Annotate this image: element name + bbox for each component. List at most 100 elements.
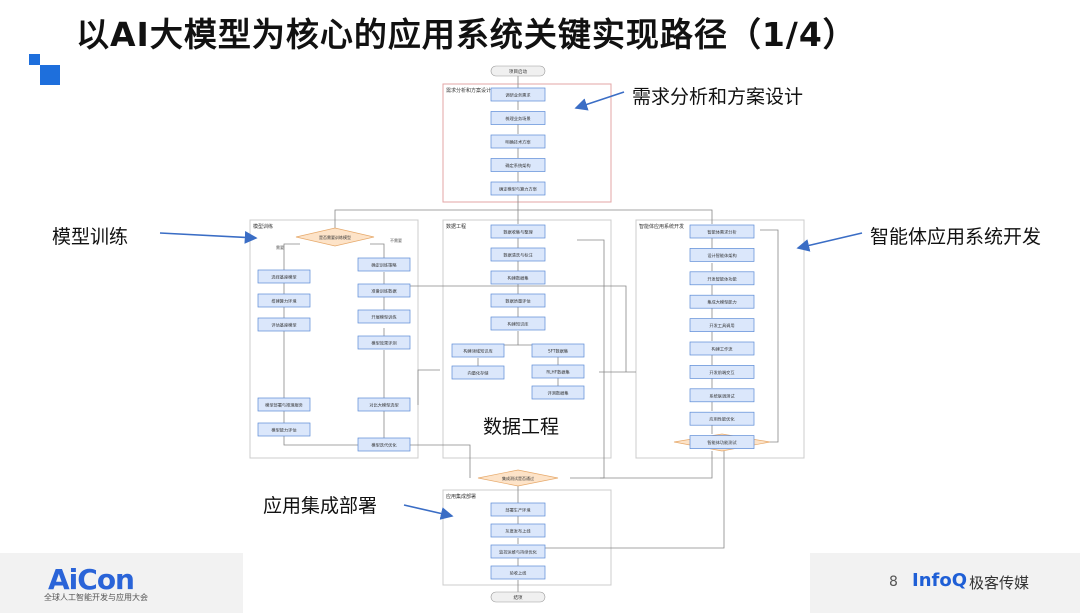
deploy-step-node bbox=[490, 523, 546, 538]
training-bottom-step-node-label: 模型能力评估 bbox=[271, 427, 296, 434]
training-right-step-node bbox=[357, 257, 411, 272]
lane-design bbox=[442, 83, 612, 203]
data-left-step-node-label: 向量化存储 bbox=[468, 370, 489, 377]
data-step-node bbox=[490, 270, 546, 285]
lane-title-data: 数据工程 bbox=[446, 223, 466, 230]
training-right-step-node bbox=[357, 335, 411, 350]
agent-step-node-label: 智能体需求分析 bbox=[707, 229, 736, 236]
data-step-node bbox=[490, 316, 546, 331]
end-node bbox=[490, 591, 546, 603]
data-left-step-node-label: 构建领域知识库 bbox=[463, 348, 492, 355]
brand-name: 极客传媒 bbox=[969, 574, 1030, 592]
training-right-step-node bbox=[357, 309, 411, 324]
agent-step-node bbox=[689, 435, 755, 449]
aicon-logo: AiCon bbox=[48, 563, 135, 596]
lane-agent bbox=[635, 219, 805, 459]
training-left-step-node-label: 评估基座模型 bbox=[271, 322, 296, 329]
agent-step-node-label: 应用性能优化 bbox=[709, 416, 735, 423]
training-bottom-step-node bbox=[257, 422, 311, 437]
decorative-square-small bbox=[29, 54, 40, 65]
deploy-step-node bbox=[490, 565, 546, 580]
footer-left-panel bbox=[0, 553, 243, 613]
data-right-step-node-label: RLHF数据集 bbox=[546, 369, 570, 376]
data-step-node-label: 构建知识库 bbox=[508, 321, 529, 328]
callout-requirements: 需求分析和方案设计 bbox=[632, 86, 804, 108]
decorative-square-large bbox=[40, 65, 60, 85]
callout-agent-dev: 智能体应用系统开发 bbox=[870, 226, 1042, 248]
training-left-step-node bbox=[257, 269, 311, 284]
agent-step-node bbox=[689, 411, 755, 426]
data-left-step-node bbox=[451, 343, 505, 358]
training-bottom-step-node bbox=[357, 397, 411, 412]
training-bottom-step-node bbox=[357, 437, 411, 452]
agent-step-node bbox=[689, 224, 755, 239]
agent-step-node bbox=[689, 341, 755, 356]
data-step-node bbox=[490, 224, 546, 239]
merge-decision-label: 集成测试是否通过 bbox=[502, 475, 534, 481]
footer-right-panel bbox=[810, 553, 1080, 613]
lane-data bbox=[442, 219, 612, 459]
callout-training: 模型训练 bbox=[52, 226, 129, 248]
data-step-node bbox=[490, 247, 546, 262]
design-step-node bbox=[490, 181, 546, 196]
data-step-node-label: 数据质量评估 bbox=[505, 298, 530, 305]
training-bottom-step-node-label: 模型迭代优化 bbox=[371, 442, 397, 449]
design-step-node-label: 梳理业务场景 bbox=[505, 115, 530, 122]
callout-data-eng: 数据工程 bbox=[483, 416, 560, 438]
training-right-step-node-label: 准备训练数据 bbox=[371, 288, 396, 295]
data-right-step-node-label: 评测数据集 bbox=[548, 390, 570, 397]
agent-step-node-label: 集成大模型能力 bbox=[707, 299, 736, 306]
agent-step-node bbox=[689, 271, 755, 286]
training-decision bbox=[295, 227, 375, 247]
infoq-logo: InfoQ bbox=[912, 570, 968, 591]
agent-nodes: 智能体需求分析设计智能体架构开发智能体功能集成大模型能力开发工具调用构建工作流开… bbox=[689, 224, 755, 449]
agent-step-node-label: 构建工作流 bbox=[712, 346, 734, 353]
merge-decision bbox=[477, 469, 559, 487]
deploy-step-node-label: 部署生产环境 bbox=[505, 507, 530, 514]
training-bottom-step-node-label: 对比大模型选型 bbox=[369, 402, 398, 409]
data-right-step-node bbox=[531, 385, 585, 400]
agent-step-node-label: 开发智能体功能 bbox=[707, 275, 737, 282]
end-node-label: 结项 bbox=[514, 594, 523, 601]
data-right-step-node-label: SFT数据集 bbox=[548, 348, 569, 355]
design-step-node bbox=[490, 134, 546, 149]
design-step-node-label: 确定系统架构 bbox=[505, 162, 530, 169]
aicon-logo-subtitle: 全球人工智能开发与应用大会 bbox=[44, 593, 148, 602]
agent-step-node bbox=[689, 318, 755, 332]
agent-step-node-label: 开发前端交互 bbox=[709, 369, 734, 376]
training-left-step-node-label: 选择基座模型 bbox=[271, 274, 296, 281]
callout-integration: 应用集成部署 bbox=[263, 495, 378, 517]
design-step-node-label: 确定模型与算力方案 bbox=[499, 186, 538, 193]
arrow-integration bbox=[403, 504, 454, 520]
training-no-label: 不需要 bbox=[390, 237, 402, 243]
agent-step-node-label: 智能体功能测试 bbox=[707, 439, 737, 446]
data-step-node-label: 数据收集与整理 bbox=[503, 229, 533, 236]
arrow-agent-dev bbox=[796, 232, 863, 252]
deploy-step-node-label: 监控运维与持续优化 bbox=[499, 549, 538, 556]
data-step-node bbox=[490, 293, 546, 308]
design-step-node-label: 调研业务需求 bbox=[505, 92, 531, 99]
agent-step-node bbox=[689, 365, 755, 379]
data-right-step-node bbox=[531, 364, 585, 379]
lane-title-deploy: 应用集成部署 bbox=[446, 493, 476, 500]
training-yes-label: 需要 bbox=[276, 244, 284, 250]
page-number: 8 bbox=[889, 574, 898, 590]
training-right-step-node-label: 确定训练策略 bbox=[371, 262, 397, 269]
training-left-step-node bbox=[257, 293, 311, 308]
lane-title-training: 模型训练 bbox=[253, 223, 273, 230]
agent-step-node-label: 设计智能体架构 bbox=[707, 252, 736, 259]
design-step-node bbox=[490, 111, 546, 125]
agent-step-node-label: 系统联调测试 bbox=[709, 392, 735, 399]
agent-step-node bbox=[689, 388, 755, 403]
arrow-requirements bbox=[574, 91, 625, 111]
lane-deploy bbox=[442, 489, 612, 586]
